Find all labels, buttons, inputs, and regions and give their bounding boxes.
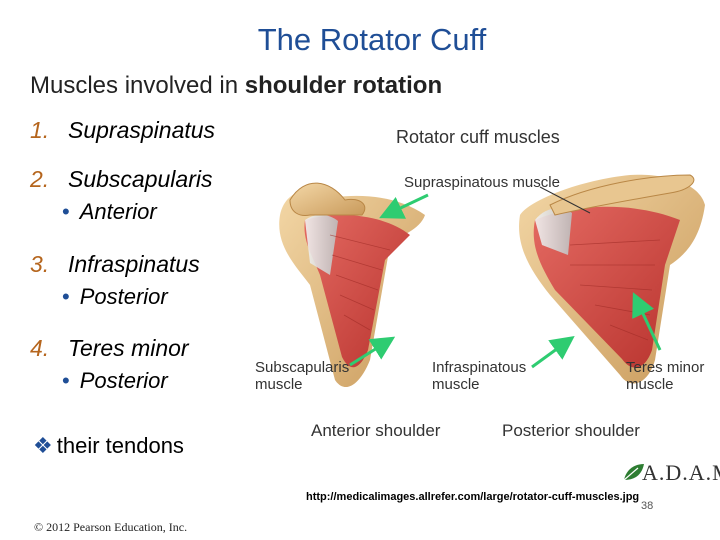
item-number: 1. (30, 117, 50, 143)
sub-item-label: Anterior (79, 199, 157, 224)
sub-item-label: Posterior (79, 284, 168, 309)
item-number: 2. (30, 166, 50, 192)
label-supraspinatus: Supraspinatous muscle (404, 174, 560, 191)
anterior-shoulder-drawing (279, 182, 425, 388)
arrow-icon (379, 193, 429, 219)
slide-title: The Rotator Cuff (257, 22, 487, 57)
label-line: muscle (432, 376, 480, 393)
item-label: Teres minor (68, 335, 189, 361)
item-number: 3. (30, 251, 50, 277)
list-item-supraspinatus: 1. Supraspinatus (30, 117, 215, 144)
caption-posterior: Posterior shoulder (502, 421, 640, 440)
adam-logo: A.D.A.M. (642, 460, 720, 485)
supraspinatus-leader-line (539, 186, 591, 214)
posterior-shoulder-drawing (519, 174, 705, 384)
subtitle-bold: shoulder rotation (244, 72, 443, 99)
label-line: Subscapularis (255, 359, 350, 376)
bullet-icon: • (62, 199, 70, 224)
arrow-icon (349, 336, 396, 367)
source-url: http://medicalimages.allrefer.com/large/… (306, 491, 640, 503)
sub-item-posterior: • Posterior (62, 368, 168, 394)
list-item-teres-minor: 4. Teres minor (30, 335, 189, 362)
label-line: Teres minor (626, 359, 705, 376)
bullet-icon: • (62, 368, 70, 393)
list-item-subscapularis: 2. Subscapularis (30, 166, 212, 193)
page-number: 38 (641, 500, 654, 512)
arrow-icon (632, 292, 662, 351)
slide-subtitle: Muscles involved in shoulder rotation (30, 72, 442, 100)
sub-item-posterior: • Posterior (62, 284, 168, 310)
tendons-bullet: ❖their tendons (33, 433, 184, 459)
diamond-bullet-icon: ❖ (33, 433, 53, 458)
label-line: muscle (255, 376, 303, 393)
copyright: © 2012 Pearson Education, Inc. (34, 520, 188, 534)
sub-item-label: Posterior (79, 368, 168, 393)
bullet-icon: • (62, 284, 70, 309)
list-item-infraspinatus: 3. Infraspinatus (30, 251, 200, 278)
caption-anterior: Anterior shoulder (311, 421, 441, 440)
label-line: Infraspinatous (432, 359, 527, 376)
item-label: Supraspinatus (68, 117, 216, 143)
subtitle-text: Muscles involved in (30, 72, 245, 99)
item-number: 4. (30, 335, 50, 361)
item-label: Infraspinatus (68, 251, 200, 277)
sub-item-anterior: • Anterior (62, 199, 157, 225)
arrow-icon (531, 335, 575, 369)
tendons-label: their tendons (56, 433, 184, 458)
rotator-cuff-illustration (279, 174, 705, 388)
label-line: muscle (626, 376, 674, 393)
item-label: Subscapularis (68, 166, 213, 192)
green-arrows (349, 193, 662, 369)
adam-leaf-icon (623, 464, 644, 481)
figure-title: Rotator cuff muscles (396, 127, 560, 147)
